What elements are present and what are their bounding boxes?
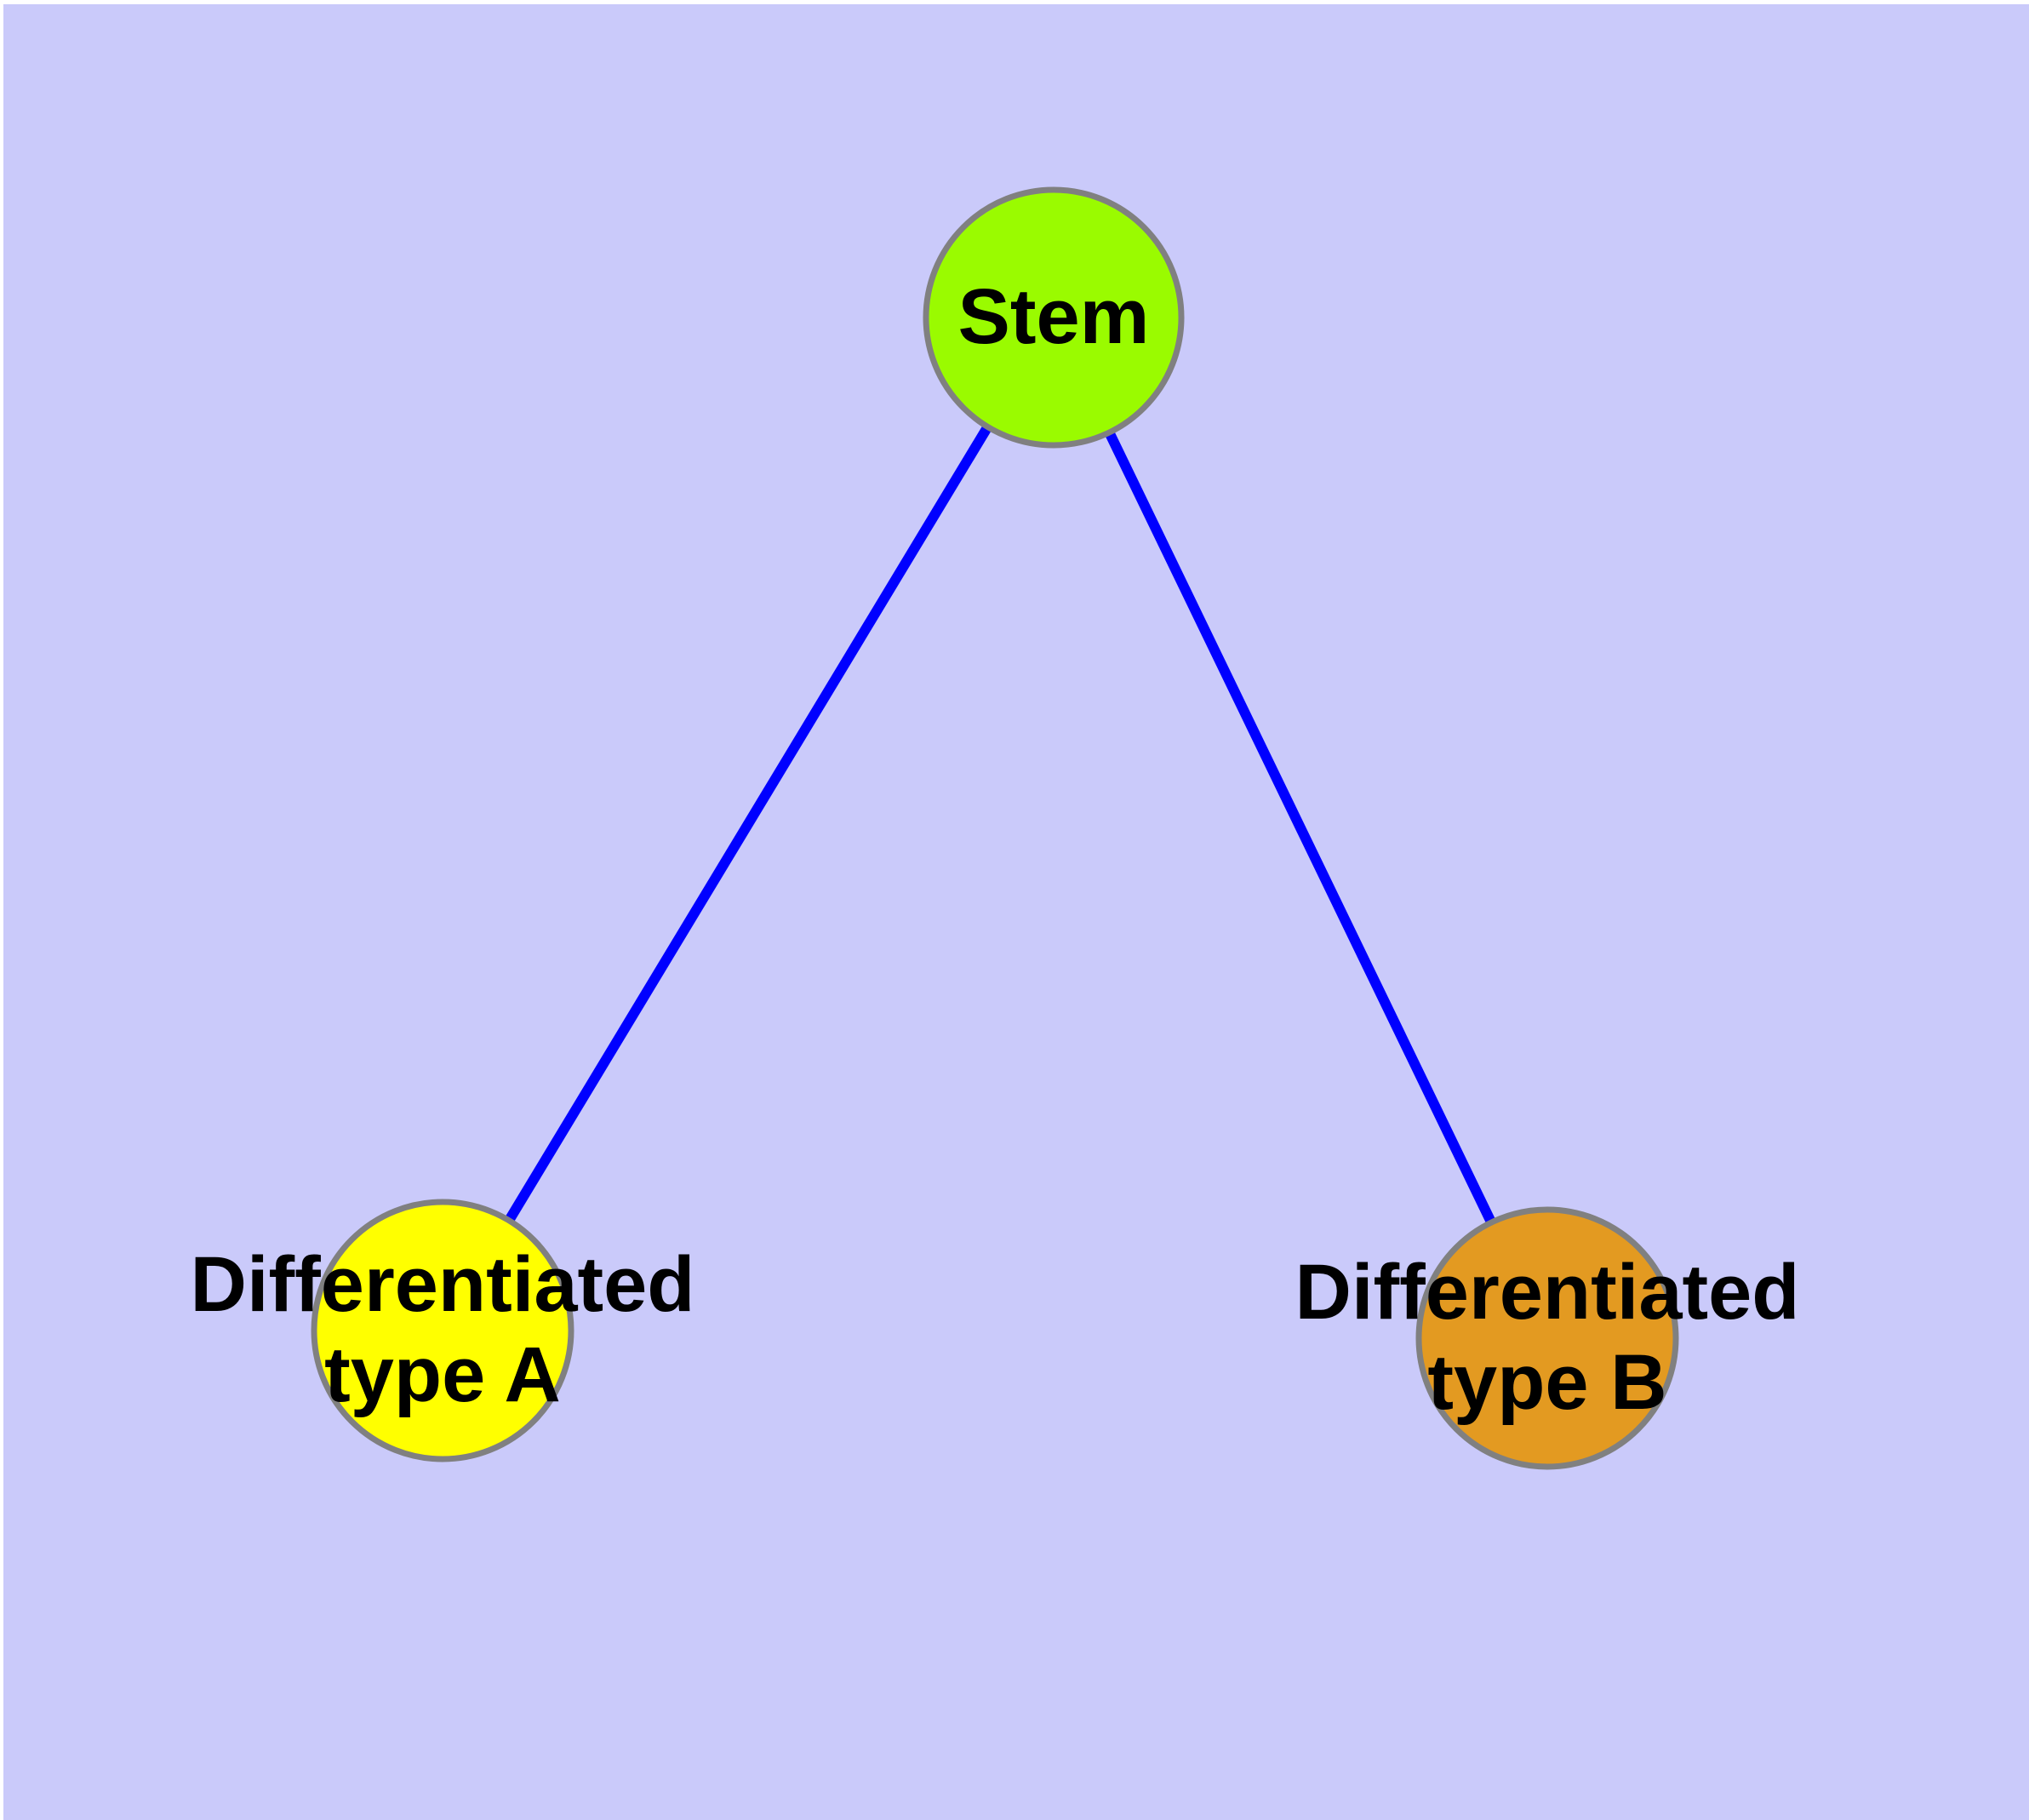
node-circle-diff-b [1415, 1206, 1679, 1470]
edge-stem-to-diff-a [437, 314, 1059, 1334]
node-circle-stem [923, 186, 1185, 449]
edge-stem-to-diff-b [1049, 315, 1552, 1341]
node-circle-diff-a [311, 1199, 574, 1462]
